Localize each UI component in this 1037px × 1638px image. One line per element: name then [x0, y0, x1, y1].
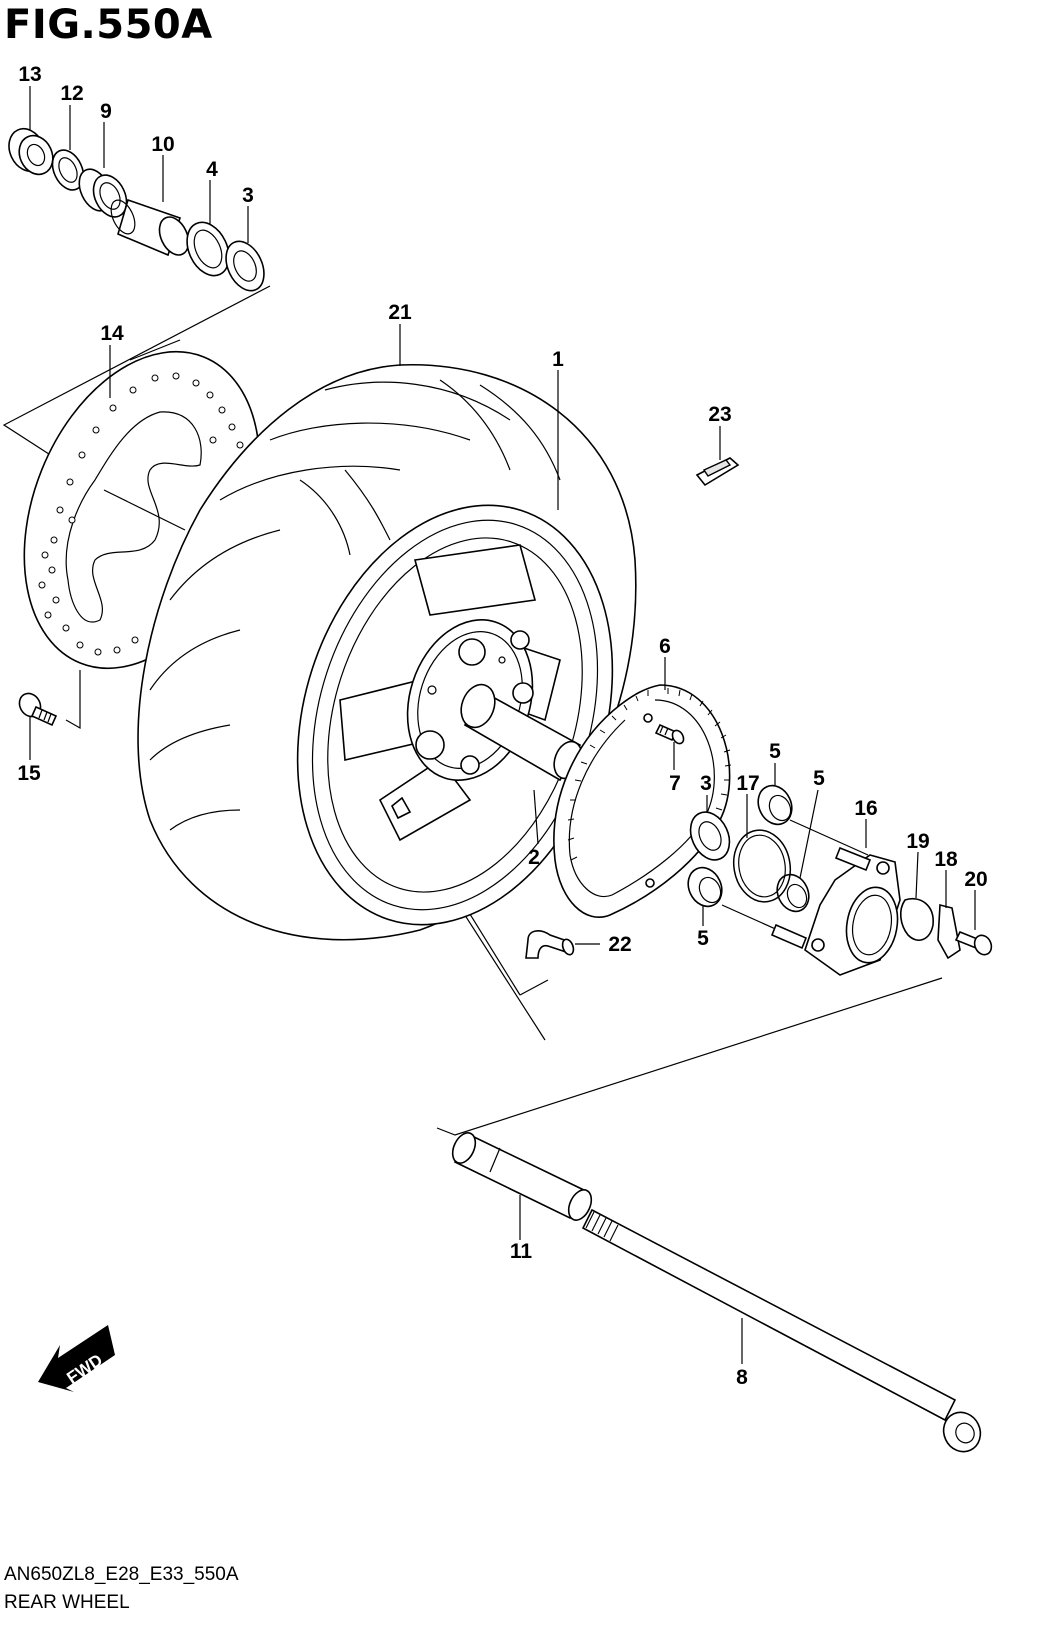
section-name: REAR WHEEL [4, 1592, 130, 1613]
part-3-bearing-upper [225, 240, 265, 292]
part-17-o-ring [732, 829, 792, 903]
callout-6: 6 [659, 635, 671, 658]
part-9-collar [78, 168, 128, 218]
part-3-bearing-lower [689, 811, 731, 861]
callout-3-upper: 3 [242, 184, 254, 207]
part-7-screw [654, 723, 685, 745]
callout-10: 10 [151, 133, 174, 156]
part-5-damper-a [757, 784, 793, 826]
part-11-spacer [451, 1132, 593, 1221]
part-1-wheel-rim [296, 504, 614, 926]
callout-1: 1 [552, 348, 564, 371]
part-5-damper-b [776, 873, 810, 913]
part-20-bolt [954, 930, 993, 956]
part-15-disc-bolt [18, 692, 58, 727]
callout-4: 4 [206, 158, 218, 181]
part-13-nut [8, 128, 54, 176]
callout-18: 18 [934, 848, 958, 871]
callout-5-right: 5 [813, 767, 825, 790]
part-10-spacer [110, 198, 190, 257]
callout-17: 17 [736, 772, 759, 795]
part-19-plate [899, 898, 934, 941]
callout-20: 20 [964, 868, 987, 891]
grouping-lines [2, 285, 943, 1136]
callout-3-lower: 3 [700, 772, 712, 795]
part-16-sprocket-carrier [721, 819, 901, 976]
callout-5-bottom: 5 [697, 927, 709, 950]
callout-7: 7 [669, 772, 681, 795]
part-18-lock-washer [937, 903, 961, 960]
model-code: AN650ZL8_E28_E33_550A [4, 1564, 239, 1585]
callout-5-top: 5 [769, 740, 781, 763]
callout-15: 15 [17, 762, 41, 785]
part-8-axle [581, 1208, 982, 1453]
part-23-balance-weight [695, 457, 740, 487]
callout-13: 13 [18, 63, 41, 86]
part-5-damper-c [687, 866, 723, 908]
callout-22: 22 [608, 933, 631, 956]
figure-title: FIG.550A [4, 2, 213, 48]
callout-labels: 13 12 9 10 4 3 14 21 1 23 6 15 7 3 17 5 … [17, 63, 987, 1389]
part-4-oil-seal [186, 221, 230, 277]
callout-9: 9 [100, 100, 112, 123]
part-6-abs-sensor-ring [553, 684, 732, 918]
fwd-arrow-icon: FWD [38, 1325, 115, 1392]
callout-8: 8 [736, 1366, 748, 1389]
callout-14: 14 [100, 322, 124, 345]
callout-11: 11 [510, 1240, 533, 1263]
part-22-air-valve [525, 930, 575, 959]
callout-23: 23 [708, 403, 731, 426]
callout-21: 21 [388, 301, 412, 324]
callout-leaders [29, 86, 976, 1364]
callout-2: 2 [528, 846, 540, 869]
callout-16: 16 [854, 797, 877, 820]
part-12-washer [51, 149, 85, 191]
callout-19: 19 [906, 830, 929, 853]
callout-12: 12 [60, 82, 83, 105]
